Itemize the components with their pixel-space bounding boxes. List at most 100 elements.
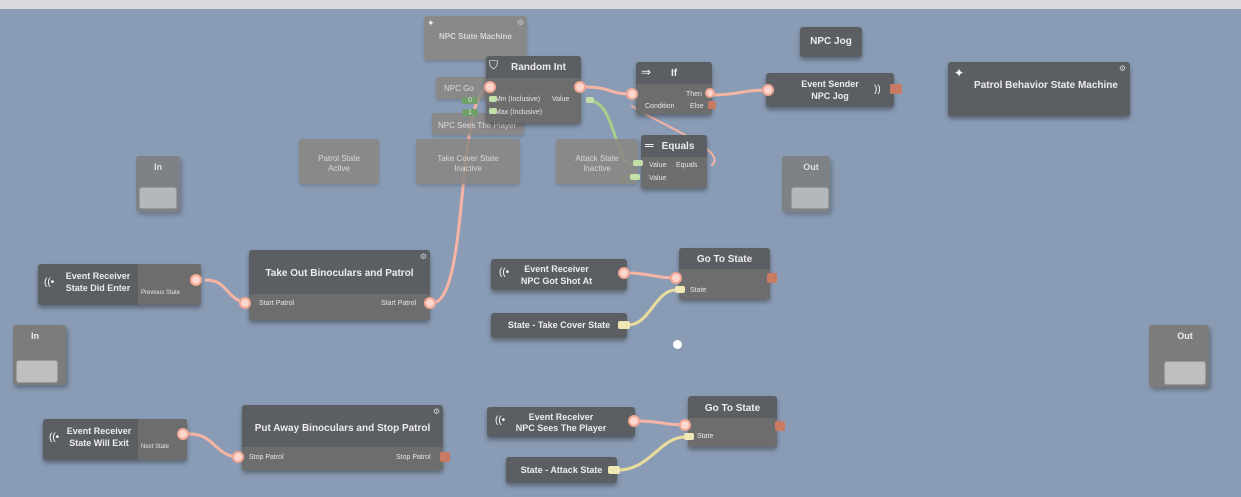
out-small-port[interactable] [791,187,829,209]
receiver-enter-node[interactable]: ((• Event Receiver State Did Enter Previ… [38,264,201,305]
receiver-sees-node[interactable]: ((• Event Receiver NPC Sees The Player [487,407,635,437]
go-to-state-1-body [679,269,770,299]
receiver-shot-line2: NPC Got Shot At [520,276,593,286]
go-to-state-1-node[interactable]: Go To State State [679,248,770,299]
equals-value2-label: Value [649,175,667,182]
random-int-body [486,78,581,123]
in-node-large[interactable]: In [13,325,66,385]
receiver-exit-port: Next State [141,444,170,450]
receiver-sees-line2: NPC Sees The Player [515,423,607,433]
equals-value-label: Value [649,162,667,169]
equals-body [641,157,707,188]
receiver-exit-body [138,419,187,460]
top-bar [0,0,1241,9]
broadcast-icon: ((• [44,277,55,288]
equals-output-label: Equals [676,162,698,169]
npc-jog-node[interactable]: NPC Jog [800,27,862,57]
wire-sees-to-goto [635,419,687,427]
equals-node[interactable]: ═ Equals Value Equals 0 Value [620,135,707,188]
put-away-body [242,447,443,470]
sparkle-icon: ✦ [427,18,435,28]
random-int-node[interactable]: ⛉ Random Int 0 Min (Inclusive) 1 Max (In… [462,56,581,123]
go-to-state-2-port: State [697,433,714,440]
in-small-label: In [154,162,162,172]
if-body [636,84,712,114]
wire-if-to-sender [710,88,772,97]
receiver-exit-line1: Event Receiver [66,426,132,436]
if-title: If [670,68,678,79]
in-node-small[interactable]: In [136,156,180,212]
out-node-small[interactable]: Out [782,156,830,212]
random-int-title: Random Int [511,62,566,73]
receiver-enter-port: Previous State [141,290,181,296]
broadcast-icon: ((• [495,415,506,426]
put-away-in-label: Stop Patrol [249,454,284,461]
event-sender-line1: Event Sender [801,79,859,89]
take-cover-inactive-node[interactable]: Take Cover State Inactive [416,139,520,184]
out-large-port[interactable] [1164,361,1206,385]
patrol-behavior-node[interactable]: ✦ ⚙ Patrol Behavior State Machine [948,62,1130,116]
wire-shot-to-goto [626,271,678,280]
npc-jog-title: NPC Jog [810,36,852,47]
wire-enter-to-takeout [204,278,254,305]
if-then-label: Then [686,91,702,98]
broadcast-icon: )) [874,84,881,95]
broadcast-icon: ((• [49,432,60,443]
wire-takecover-to-goto [626,288,678,327]
npc-state-machine-node[interactable]: ✦ ⚙ NPC State Machine [424,16,527,60]
attack-inactive-line2: Inactive [583,164,611,173]
wire-attack-to-goto [616,435,687,472]
receiver-shot-node[interactable]: ((• Event Receiver NPC Got Shot At [491,259,627,290]
patrol-behavior-title-text: Patrol Behavior State Machine [974,80,1118,91]
put-away-node[interactable]: ⚙ Put Away Binoculars and Stop Patrol St… [242,405,443,470]
go-to-state-2-node[interactable]: Go To State State [688,396,777,447]
equals-title: Equals [661,141,695,152]
receiver-sees-line1: Event Receiver [528,412,594,422]
take-out-out-label: Start Patrol [381,300,417,307]
attack-inactive-line1: Attack State [575,154,619,163]
take-out-node[interactable]: ⚙ Take Out Binoculars and Patrol Start P… [249,250,430,320]
state-take-cover-node[interactable]: State - Take Cover State [491,313,627,338]
state-take-cover-label: State - Take Cover State [507,320,611,330]
random-int-max-value[interactable]: 1 [462,109,478,116]
random-int-max-label: Max (Inclusive) [495,109,543,116]
receiver-enter-line2: State Did Enter [65,283,131,293]
patrol-active-line1: Patrol State [318,154,360,163]
random-int-value-label: Value [552,96,570,103]
cursor-dot [673,340,682,349]
if-node[interactable]: ⇒ If Then Condition Else [636,62,712,114]
if-condition-label: Condition [645,103,675,110]
go-to-state-2-title: Go To State [704,403,761,414]
put-away-title: Put Away Binoculars and Stop Patrol [254,423,431,434]
tag-icon: ⛉ [489,58,499,72]
patrol-active-line2: Active [328,164,350,173]
random-int-min-value[interactable]: 0 [462,97,478,104]
in-small-port[interactable] [139,187,177,209]
go-to-state-1-port: State [690,287,707,294]
out-node-large[interactable]: Out [1149,325,1209,387]
equals-icon: ═ [645,138,654,152]
gear-icon: ⚙ [516,18,524,27]
npc-sees-partial-label: NPC Sees The Player [438,121,517,130]
random-int-min-label: Min (Inclusive) [495,96,541,103]
arrow-right-icon: ⇒ [641,65,652,79]
in-large-port[interactable] [16,360,58,383]
go-to-state-2-body [688,418,777,447]
gear-icon: ⚙ [419,252,427,261]
receiver-exit-node[interactable]: ((• Event Receiver State Will Exit Next … [43,419,187,460]
attack-inactive-node[interactable]: Attack State Inactive [556,139,638,184]
in-large-label: In [31,331,39,341]
receiver-enter-body [138,264,201,305]
sparkle-icon: ✦ [954,66,965,80]
event-sender-node[interactable]: Event Sender NPC Jog )) [766,73,894,107]
receiver-shot-line1: Event Receiver [524,264,589,274]
if-else-label: Else [690,103,704,110]
receiver-exit-line2: State Will Exit [69,438,129,448]
gear-icon: ⚙ [1118,64,1126,73]
take-out-title: Take Out Binoculars and Patrol [265,268,414,279]
put-away-out-label: Stop Patrol [396,454,431,461]
wire-random-to-if [583,85,632,96]
patrol-active-node[interactable]: Patrol State Active [299,139,379,184]
state-attack-node[interactable]: State - Attack State [506,457,617,483]
